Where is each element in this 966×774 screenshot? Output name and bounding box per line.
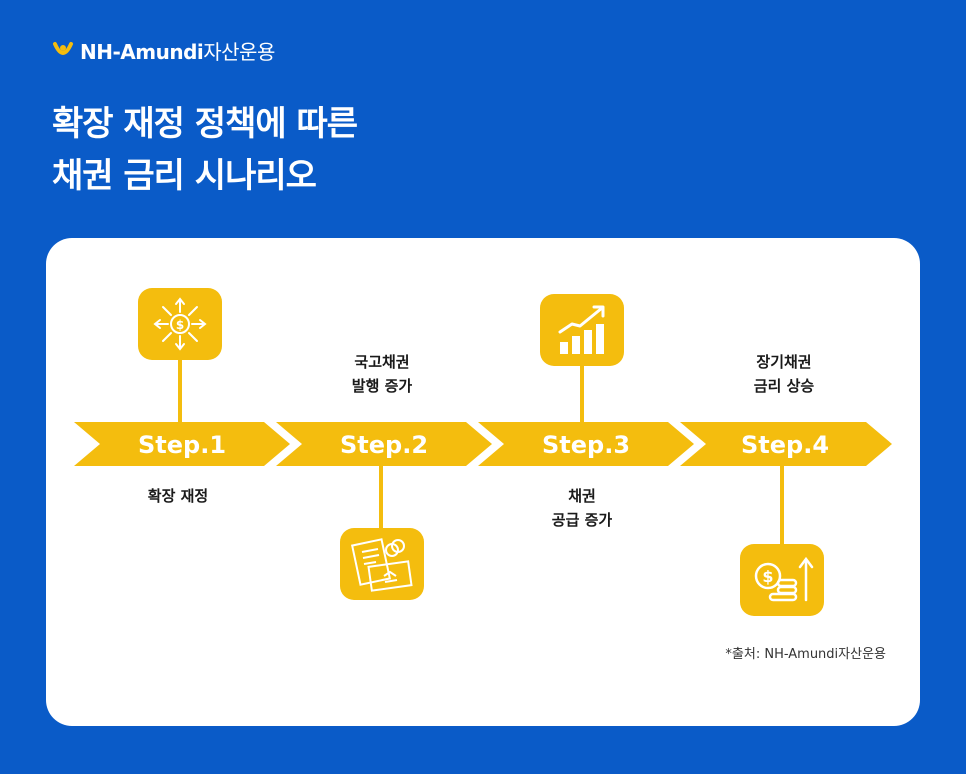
step1-label: Step.1 [138,431,226,459]
nh-logo-icon [53,41,73,55]
step4-description: 장기채권 금리 상승 [724,350,844,398]
bond-documents-icon [350,538,413,592]
step2-description: 국고채권 발행 증가 [322,350,442,398]
page-title: 확장 재정 정책에 따른 채권 금리 시나리오 [52,98,358,202]
title-line-2: 채권 금리 시나리오 [52,156,317,196]
step3-desc-line-1: 채권 [568,487,596,505]
step3-chevron [478,422,694,466]
svg-text:$: $ [176,318,184,332]
step3-desc-line-2: 공급 증가 [551,511,613,529]
step3-description: 채권 공급 증가 [522,484,642,532]
brand-logo: NH-Amundi자산운용 [52,36,275,65]
step3-label: Step.3 [542,431,630,459]
brand-name: NH-Amundi자산운용 [80,36,275,65]
step2-desc-line-1: 국고채권 [354,353,410,371]
step4-desc-line-1: 장기채권 [756,353,812,371]
step2-desc-line-2: 발행 증가 [351,377,413,395]
step2-chevron [276,422,492,466]
source-note: *출처: NH-Amundi자산운용 [725,647,886,662]
step2-label: Step.2 [340,431,428,459]
step3-icon-box [540,294,624,366]
brand-name-bold: NH-Amundi [80,40,204,64]
step4-chevron [680,422,892,466]
brand-name-thin: 자산운용 [203,40,275,64]
svg-text:$: $ [762,567,773,586]
coins-up-arrow-icon: $ [754,556,814,602]
step1-chevron [74,422,290,466]
money-burst-icon: $ [153,297,207,351]
rising-bar-chart-icon [558,305,605,354]
step4-label: Step.4 [741,431,829,459]
step1-icon-box: $ [138,288,222,360]
step2-icon-box [340,528,424,600]
step1-description: 확장 재정 [118,484,238,508]
step4-icon-box: $ [740,544,824,616]
title-line-1: 확장 재정 정책에 따른 [52,104,358,144]
step1-desc-line-1: 확장 재정 [147,487,209,505]
step4-desc-line-2: 금리 상승 [753,377,815,395]
